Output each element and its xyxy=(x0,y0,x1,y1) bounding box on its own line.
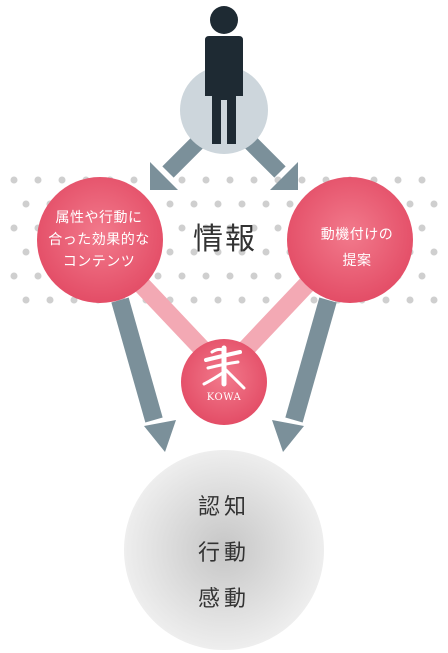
right-node-circle xyxy=(287,177,413,303)
background-dot xyxy=(178,224,186,232)
background-dot xyxy=(250,176,258,184)
background-dot xyxy=(226,176,234,184)
center-info-label: 情報 xyxy=(193,222,257,257)
background-dot xyxy=(202,272,210,280)
background-dot xyxy=(214,200,222,208)
outcome-line: 感動 xyxy=(197,587,250,612)
arrow-left-to-outcome xyxy=(111,297,176,452)
background-dot xyxy=(22,248,30,256)
background-dot xyxy=(262,296,270,304)
background-dot xyxy=(274,224,282,232)
background-dot xyxy=(10,224,18,232)
background-dot xyxy=(190,296,198,304)
left-node-line: 合った効果的な xyxy=(48,232,150,248)
left-node-text: 属性や行動に 合った効果的な コンテンツ xyxy=(34,207,164,273)
background-dot xyxy=(46,296,54,304)
person-circle xyxy=(180,66,268,154)
outcome-circle xyxy=(124,450,324,650)
background-dot xyxy=(70,296,78,304)
background-dot xyxy=(10,272,18,280)
arrow-person-to-left xyxy=(150,134,206,190)
left-node-circle xyxy=(37,177,163,303)
right-node-line: 提案 xyxy=(342,253,372,269)
background-dot xyxy=(190,200,198,208)
outcome-line: 認知 xyxy=(197,495,250,520)
background-dot xyxy=(274,272,282,280)
background-dot xyxy=(178,176,186,184)
right-node-text: 動機付けの 提案 xyxy=(292,222,422,274)
background-dot xyxy=(250,224,258,232)
background-dot xyxy=(430,200,438,208)
left-node-line: 属性や行動に xyxy=(55,210,143,226)
background-dot xyxy=(238,248,246,256)
background-dot xyxy=(154,272,162,280)
background-dot xyxy=(130,176,138,184)
background-dot xyxy=(34,176,42,184)
right-node-line: 動機付けの xyxy=(320,227,394,243)
background-dot xyxy=(202,224,210,232)
background-dot xyxy=(166,248,174,256)
outcome-text: 認知 行動 感動 xyxy=(174,485,274,623)
background-dot xyxy=(190,248,198,256)
background-dot xyxy=(418,224,426,232)
arrow-person-to-right xyxy=(242,134,298,190)
background-dot xyxy=(262,248,270,256)
background-dot xyxy=(166,200,174,208)
background-dot xyxy=(382,296,390,304)
kowa-logo-mark xyxy=(202,345,246,390)
background-dot xyxy=(430,296,438,304)
background-dot xyxy=(34,272,42,280)
background-dot xyxy=(10,176,18,184)
left-node-line: コンテンツ xyxy=(62,254,136,270)
background-dot xyxy=(238,296,246,304)
dot-grid-background xyxy=(10,176,438,304)
person-icon xyxy=(205,6,243,144)
background-dot xyxy=(58,176,66,184)
kowa-logo-text: KOWA xyxy=(206,392,242,403)
background-dot xyxy=(406,200,414,208)
background-dot xyxy=(262,200,270,208)
background-dot xyxy=(286,200,294,208)
background-dot xyxy=(430,248,438,256)
background-dot xyxy=(178,272,186,280)
outcome-line: 行動 xyxy=(197,541,250,566)
background-dot xyxy=(394,176,402,184)
background-dot xyxy=(22,200,30,208)
arrow-right-to-outcome xyxy=(272,297,337,452)
background-dot xyxy=(226,224,234,232)
background-dot xyxy=(250,272,258,280)
background-dot xyxy=(202,176,210,184)
background-dot xyxy=(406,296,414,304)
background-dot xyxy=(238,200,246,208)
background-dot xyxy=(418,272,426,280)
background-dot xyxy=(214,248,222,256)
background-dot xyxy=(214,296,222,304)
background-dot xyxy=(418,176,426,184)
background-dot xyxy=(310,296,318,304)
background-dot xyxy=(22,296,30,304)
background-dot xyxy=(298,176,306,184)
background-dot xyxy=(226,272,234,280)
